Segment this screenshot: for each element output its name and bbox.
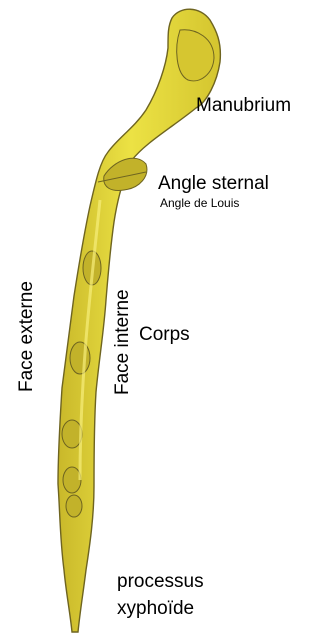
- label-angle-de-louis: Angle de Louis: [160, 196, 239, 210]
- label-xyphoide: xyphoïde: [117, 598, 194, 620]
- label-face-interne: Face interne: [112, 289, 134, 395]
- label-angle-sternal: Angle sternal: [158, 173, 269, 195]
- costal-notch: [70, 342, 90, 374]
- label-face-externe: Face externe: [16, 281, 38, 392]
- costal-notch: [63, 467, 81, 493]
- label-processus: processus: [117, 571, 204, 593]
- costal-notch: [66, 495, 82, 517]
- label-corps: Corps: [139, 324, 190, 346]
- label-manubrium: Manubrium: [196, 95, 291, 117]
